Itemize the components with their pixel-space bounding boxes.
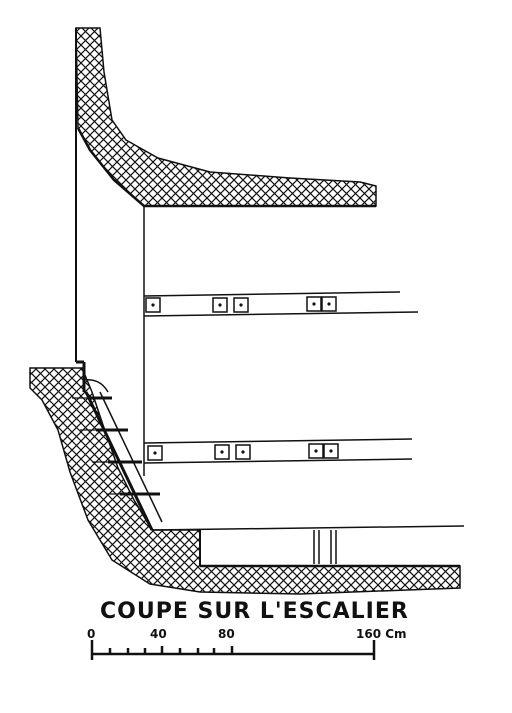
scale-label-80: 80 (218, 627, 235, 641)
upper-beam (143, 291, 419, 317)
scale-label-0: 0 (87, 627, 95, 641)
landing-curve (83, 379, 109, 393)
stair-treads (90, 396, 160, 496)
beam-fixings (145, 296, 339, 461)
scale-label-160: 160 Cm (356, 627, 407, 641)
drawing-title: COUPE SUR L'ESCALIER (100, 599, 409, 624)
upper-rock-mass (75, 27, 377, 207)
scale-bar (90, 640, 376, 660)
floor-slab (151, 525, 465, 568)
scale-label-40: 40 (150, 627, 167, 641)
lower-rock-mass (29, 367, 461, 595)
lower-beam (143, 438, 413, 464)
